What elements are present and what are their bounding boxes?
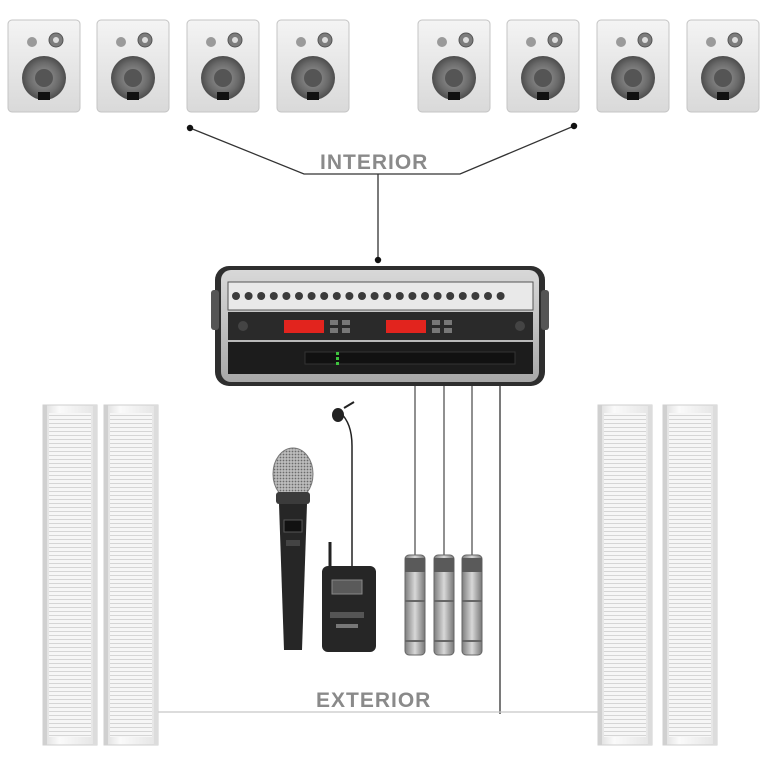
wall-speaker-icon [417, 19, 491, 113]
rack-knob-icon [370, 292, 379, 300]
receiver-display-a [284, 320, 324, 333]
rack-knob-icon [282, 292, 291, 300]
column-speaker-icon [42, 404, 98, 746]
rack-knob-icon [269, 292, 278, 300]
rack-knob-icon [232, 292, 240, 300]
column-speaker-icon [597, 404, 653, 746]
condenser-microphone-icon [404, 554, 426, 656]
wall-speaker-icon [7, 19, 81, 113]
rack-knob-icon [446, 292, 455, 300]
rack-knob-icon [295, 292, 303, 300]
rack-knob-icon [320, 292, 329, 300]
column-speaker-icon [103, 404, 159, 746]
wall-speaker-icon [686, 19, 760, 113]
lavalier-microphone-icon [332, 401, 355, 566]
rack-knob-icon [421, 292, 429, 300]
handheld-microphone-icon [272, 447, 314, 650]
rack-knob-icon [307, 292, 316, 300]
interior-speaker-group [7, 19, 760, 113]
rack-knob-icon [332, 292, 341, 300]
exterior-speaker-group [42, 404, 718, 746]
wall-speaker-icon [276, 19, 350, 113]
exterior-label: EXTERIOR [316, 689, 432, 712]
wire-junction-dot [374, 256, 382, 264]
wall-speaker-icon [96, 19, 170, 113]
interior-left-wire [189, 127, 378, 175]
rack-knob-icon [383, 292, 392, 300]
rack-knob-icon [496, 292, 505, 300]
wiring [158, 125, 602, 714]
rack-knob-icon [257, 292, 266, 300]
rack-unit-receiver [228, 312, 533, 340]
rack-knob-icon [244, 292, 253, 300]
wall-speaker-icon [186, 19, 260, 113]
interior-right-wire [378, 125, 575, 175]
wall-speaker-icon [506, 19, 580, 113]
interior-label: INTERIOR [320, 151, 429, 174]
condenser-microphone-icon [461, 554, 483, 656]
rack-unit-processor [227, 281, 534, 311]
condenser-microphone-group [404, 554, 483, 656]
column-speaker-icon [662, 404, 718, 746]
receiver-display-b [386, 320, 426, 333]
equipment-rack-icon [211, 266, 549, 386]
condenser-microphone-icon [433, 554, 455, 656]
rack-knob-icon [345, 292, 354, 300]
rack-knob-icon [433, 292, 442, 300]
rack-knob-icon [471, 292, 480, 300]
rack-knob-icon [408, 292, 417, 300]
rack-knob-icon [484, 292, 492, 300]
wire-junction-dot [186, 124, 194, 132]
wall-speaker-icon [596, 19, 670, 113]
rack-knob-icon [458, 292, 467, 300]
bodypack-transmitter-icon [322, 542, 376, 652]
rack-knob-icon [395, 292, 404, 300]
rack-knob-icon [358, 292, 366, 300]
wire-junction-dot [570, 122, 578, 130]
